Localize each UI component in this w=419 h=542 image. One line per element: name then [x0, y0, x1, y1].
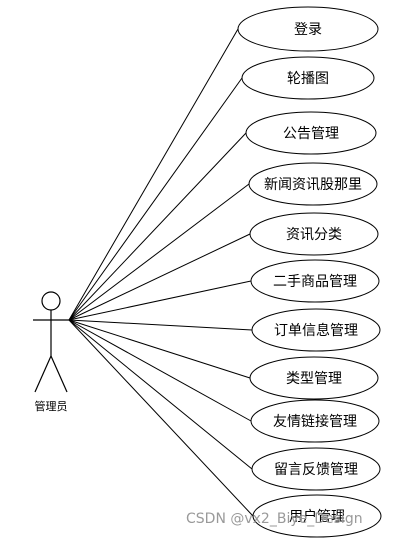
use-case: 友情链接管理	[250, 399, 380, 443]
use-case-label: 用户管理	[289, 508, 345, 525]
use-case: 公告管理	[245, 111, 377, 155]
association-line	[68, 77, 243, 321]
use-case-ellipse	[252, 494, 382, 538]
use-case: 留言反馈管理	[251, 447, 381, 491]
use-case-ellipse	[251, 447, 381, 491]
association-line	[68, 319, 253, 470]
association-lines	[68, 28, 254, 517]
use-case-ellipse	[249, 212, 379, 256]
association-line	[68, 319, 251, 379]
use-case: 资讯分类	[249, 212, 379, 256]
use-case: 登录	[237, 6, 379, 52]
actor-right-leg	[50, 355, 68, 393]
use-case: 轮播图	[241, 56, 375, 100]
use-case-label: 新闻资讯股那里	[264, 177, 362, 193]
use-case-list: 登录轮播图公告管理新闻资讯股那里资讯分类二手商品管理订单信息管理类型管理友情链接…	[237, 6, 382, 538]
use-case: 二手商品管理	[250, 259, 380, 303]
use-case-label: 轮播图	[287, 71, 329, 87]
use-case-ellipse	[250, 399, 380, 443]
use-case: 用户管理	[252, 494, 382, 538]
use-case-label: 友情链接管理	[273, 413, 357, 430]
use-case: 类型管理	[249, 356, 379, 400]
association-line	[68, 319, 252, 422]
use-case-label: 类型管理	[286, 371, 342, 387]
watermark-text: CSDN @vx2_Biye_Design	[186, 511, 363, 527]
association-line	[68, 233, 251, 321]
association-line	[68, 28, 239, 321]
use-case: 订单信息管理	[251, 308, 381, 352]
actor-left-leg	[34, 355, 52, 393]
association-line	[68, 280, 252, 321]
use-case-ellipse	[249, 356, 379, 400]
use-case-label: 订单信息管理	[274, 322, 358, 339]
association-line	[68, 319, 254, 517]
use-case-ellipse	[248, 162, 378, 206]
use-case-label: 公告管理	[283, 126, 339, 142]
use-case-label: 留言反馈管理	[274, 462, 358, 478]
use-case: 新闻资讯股那里	[248, 162, 378, 206]
actor-administrator	[33, 291, 69, 393]
association-line	[68, 319, 253, 331]
use-case-ellipse	[241, 56, 375, 100]
use-case-ellipse	[245, 111, 377, 155]
association-line	[68, 132, 247, 321]
use-case-label: 资讯分类	[286, 227, 342, 243]
use-case-ellipse	[250, 259, 380, 303]
use-case-ellipse	[251, 308, 381, 352]
use-case-ellipse	[237, 6, 379, 52]
actor-head	[41, 291, 61, 311]
use-case-label: 登录	[294, 22, 322, 38]
association-line	[68, 183, 250, 321]
use-case-label: 二手商品管理	[273, 274, 357, 290]
actor-label: 管理员	[35, 399, 68, 413]
